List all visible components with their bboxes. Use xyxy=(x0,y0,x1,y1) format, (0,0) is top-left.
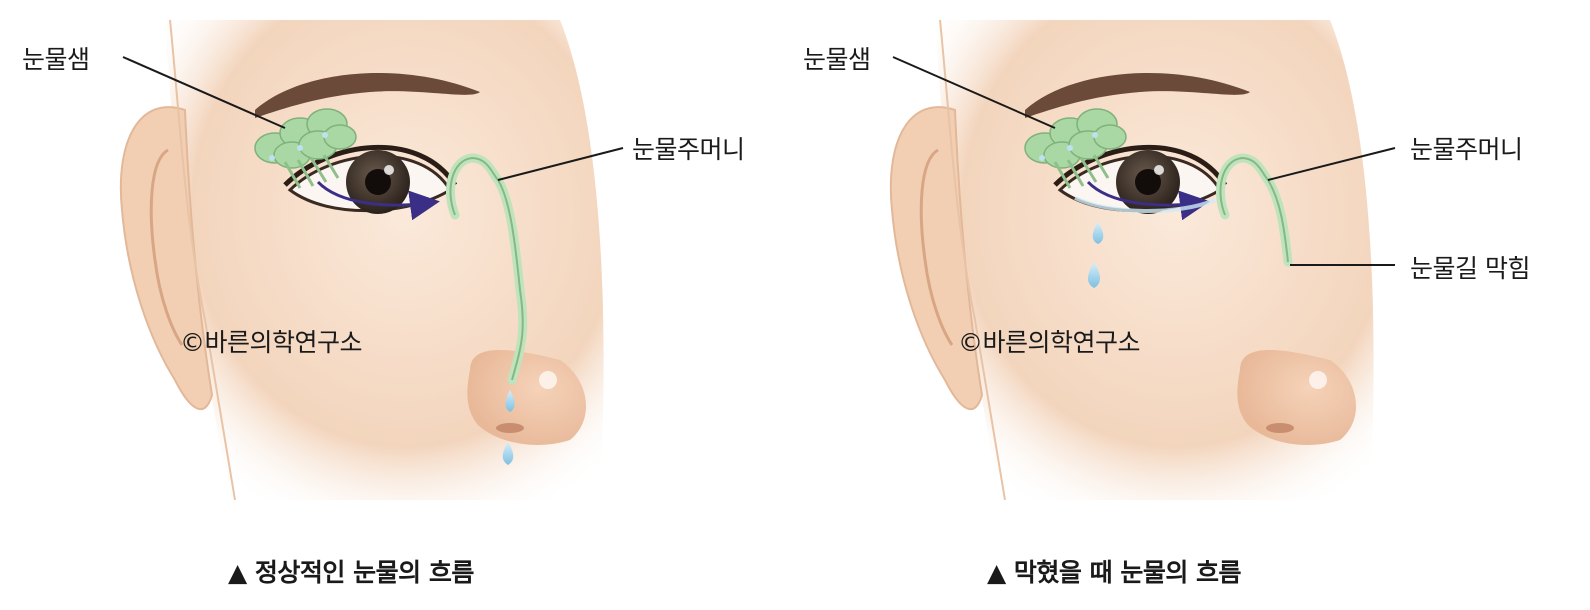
tear-pooling xyxy=(1074,196,1216,213)
caption-blocked: ▲ 막혔을 때 눈물의 흐름 xyxy=(987,558,1242,587)
gland-leader-line xyxy=(892,56,1056,129)
panel-normal xyxy=(121,20,624,500)
nasolacrimal-duct-outline xyxy=(449,156,524,381)
label-lacrimal-sac: 눈물주머니 xyxy=(632,135,745,164)
copyright-text: ©바른의학연구소 xyxy=(958,328,1141,357)
tear-flow-arrow xyxy=(1086,180,1210,221)
gland-leader-line xyxy=(122,56,286,129)
label-lacrimal-gland: 눈물샘 xyxy=(22,45,90,74)
tear-drop xyxy=(1092,222,1104,244)
sac-leader-line xyxy=(497,147,624,181)
panel-blocked xyxy=(891,20,1396,500)
blocked-duct-outline xyxy=(1219,156,1289,263)
caption-normal: ▲ 정상적인 눈물의 흐름 xyxy=(228,558,474,587)
tear-drop xyxy=(1087,262,1101,288)
tear-drop xyxy=(502,442,514,465)
face-illustration xyxy=(891,20,1374,500)
sac-leader-line xyxy=(1267,147,1396,181)
tear-drop xyxy=(505,390,515,412)
face-illustration xyxy=(121,20,604,500)
label-lacrimal-sac: 눈물주머니 xyxy=(1410,135,1523,164)
tear-flow-arrow xyxy=(316,180,440,221)
copyright-text: ©바른의학연구소 xyxy=(180,328,363,357)
label-duct-blockage: 눈물길 막힘 xyxy=(1410,254,1530,283)
label-lacrimal-gland: 눈물샘 xyxy=(803,45,871,74)
